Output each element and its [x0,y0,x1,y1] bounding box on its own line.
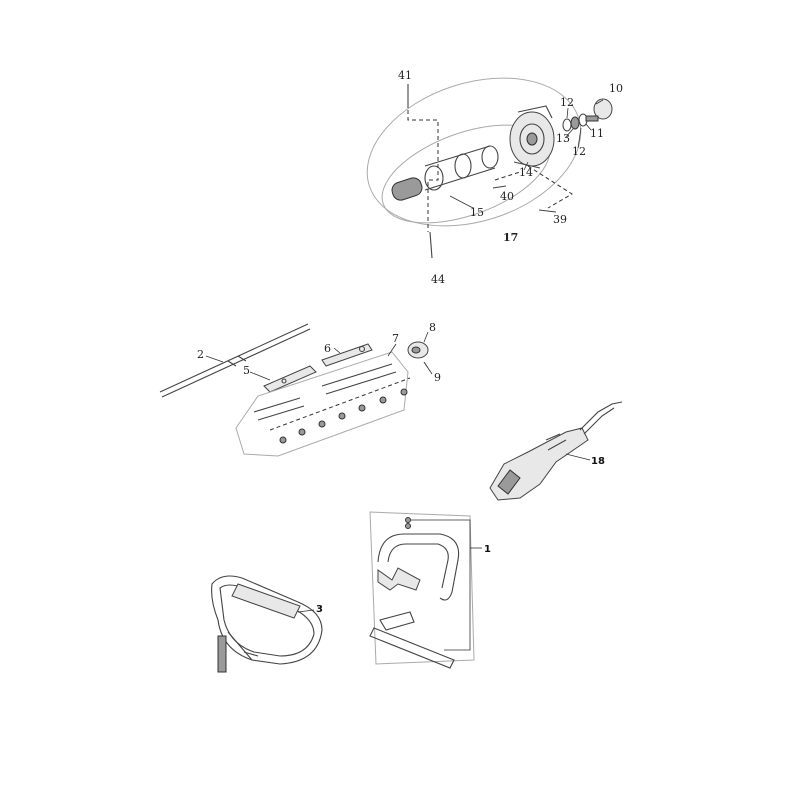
callout-1: 1 [484,544,491,555]
part-7-guard [235,351,411,457]
callout-17: 17 [503,231,518,244]
part-18-throttle-handle: 18 [489,401,623,501]
part-15-shaft-tube [391,145,499,201]
callout-3: 3 [316,604,323,615]
group-17-outline [366,77,582,227]
part-40-screw [492,185,507,189]
part-10-cap [593,98,613,120]
callout-12-lower: 12 [572,145,586,158]
callout-44: 44 [431,273,445,286]
part-8-clamp [407,341,429,359]
part-2-drive-shaft [159,323,311,398]
callout-2: 2 [197,348,204,361]
part-44-screw [429,231,433,259]
callout-10: 10 [609,82,623,95]
part-11-bolt [585,115,599,122]
callout-41: 41 [398,69,412,82]
part-13-bearing [570,116,580,130]
callout-11: 11 [590,127,604,140]
part-5-bracket [263,365,317,393]
part-39-screw [538,209,557,213]
callout-9: 9 [434,371,441,384]
part-9-screw [423,361,429,369]
group-7-shaft-guard: 2 5 6 7 8 9 [159,321,441,457]
callout-13: 13 [556,132,570,145]
part-3-shoulder-strap: 3 [211,575,323,673]
callout-7: 7 [392,332,399,345]
part-12-washer [562,118,572,132]
callout-40: 40 [500,190,514,203]
callout-5: 5 [243,364,250,377]
callout-8: 8 [429,321,436,334]
part-14-clutch-housing [509,105,555,169]
callout-15: 15 [470,206,484,219]
callout-14: 14 [519,166,533,179]
callout-39: 39 [553,213,567,226]
group-17-drive-assembly: 41 10 12 11 13 12 14 40 15 39 17 44 [366,69,623,286]
part-6-plate [321,343,373,367]
callout-18: 18 [591,456,605,467]
part-1-loop-handle: 1 [369,511,491,669]
callout-12-upper: 12 [560,96,574,109]
callout-6: 6 [324,342,331,355]
